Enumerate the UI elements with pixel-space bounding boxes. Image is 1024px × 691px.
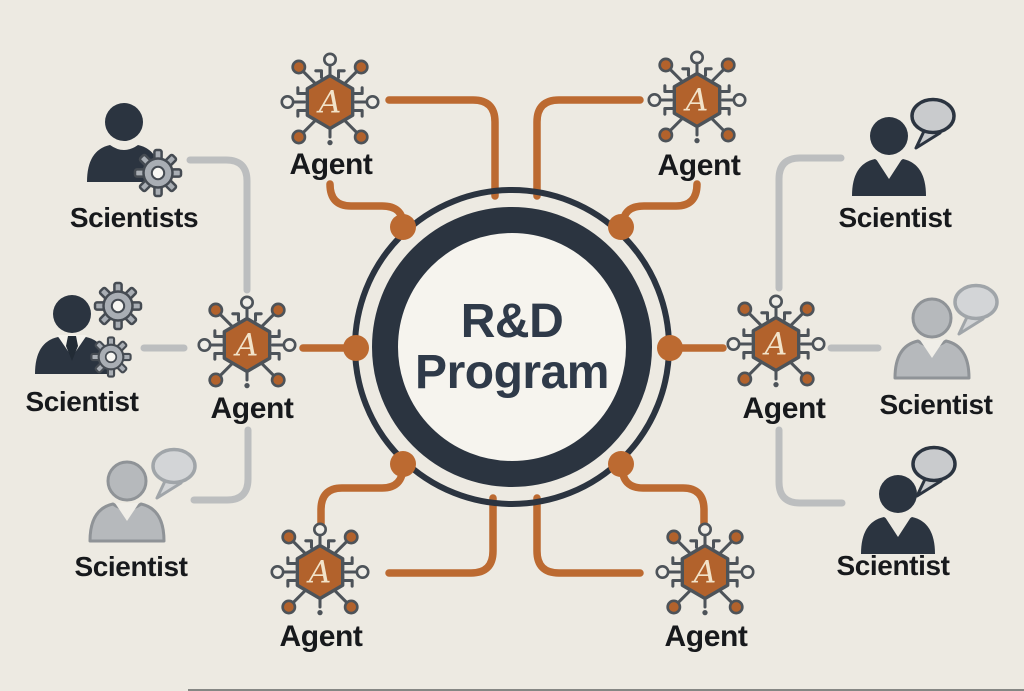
connector-agent-bottom-left-side (385, 494, 497, 577)
agent-chip-icon (724, 292, 828, 396)
scientist-label-top-right: Scientist (838, 202, 952, 233)
agent-chip-icon (278, 50, 382, 154)
connector-agent-bottom-right-side (533, 494, 644, 577)
connector-agent-top-left-curve (326, 180, 407, 229)
connection-dot (343, 335, 369, 361)
agent-chip-icon (653, 520, 757, 624)
connection-dot (657, 335, 683, 361)
connection-dot (390, 451, 416, 477)
agent-chip-icon (195, 293, 299, 397)
connector-agent-top-right-side (533, 96, 644, 200)
gear-icon (91, 279, 145, 333)
ring-connection-dots (343, 214, 683, 477)
agent-label-bottom-right: Agent (664, 620, 748, 653)
rd-program-title-line1: R&D (460, 295, 564, 348)
agent-chip-icon (645, 48, 749, 152)
scientist-label-bottom-left: Scientist (74, 551, 188, 582)
rd-program-title-line2: Program (415, 346, 609, 399)
scientist-label-middle-left: Scientist (25, 386, 139, 417)
gear-icon (131, 146, 185, 200)
connection-dot (608, 451, 634, 477)
agent-label-top-right: Agent (657, 149, 741, 182)
rd-program-title: R&D Program (415, 296, 609, 398)
scientist-label-bottom-right: Scientist (836, 550, 950, 581)
connection-dot (608, 214, 634, 240)
connector-agent-bottom-left-curve (317, 462, 407, 528)
connector-agent-bottom-right-curve (618, 462, 708, 528)
agent-label-middle-right: Agent (742, 392, 826, 425)
scientist-agent-connectors (140, 154, 882, 507)
agent-label-bottom-left: Agent (279, 620, 363, 653)
connector-scientists-top-left (186, 156, 251, 294)
connector-scientist-bottom-right (775, 426, 846, 507)
agent-label-top-left: Agent (289, 148, 373, 181)
speech-bubble-icon (944, 278, 1008, 338)
bottom-edge-line (188, 689, 1024, 691)
connector-scientist-top-right (775, 154, 845, 292)
agent-label-middle-left: Agent (210, 392, 294, 425)
connector-agent-top-right-curve (619, 180, 701, 229)
scientist-label-top-left: Scientists (69, 202, 199, 233)
connection-dot (390, 214, 416, 240)
rd-program-circle (352, 187, 672, 507)
scientist-label-middle-right: Scientist (879, 389, 993, 420)
speech-bubble-icon (902, 440, 966, 500)
speech-bubble-icon (901, 92, 965, 152)
connector-agent-top-left-side (385, 96, 499, 200)
gear-icon (88, 334, 134, 380)
connector-scientist-bottom-left (190, 426, 252, 504)
agent-chip-icon (268, 520, 372, 624)
speech-bubble-icon (142, 442, 206, 502)
